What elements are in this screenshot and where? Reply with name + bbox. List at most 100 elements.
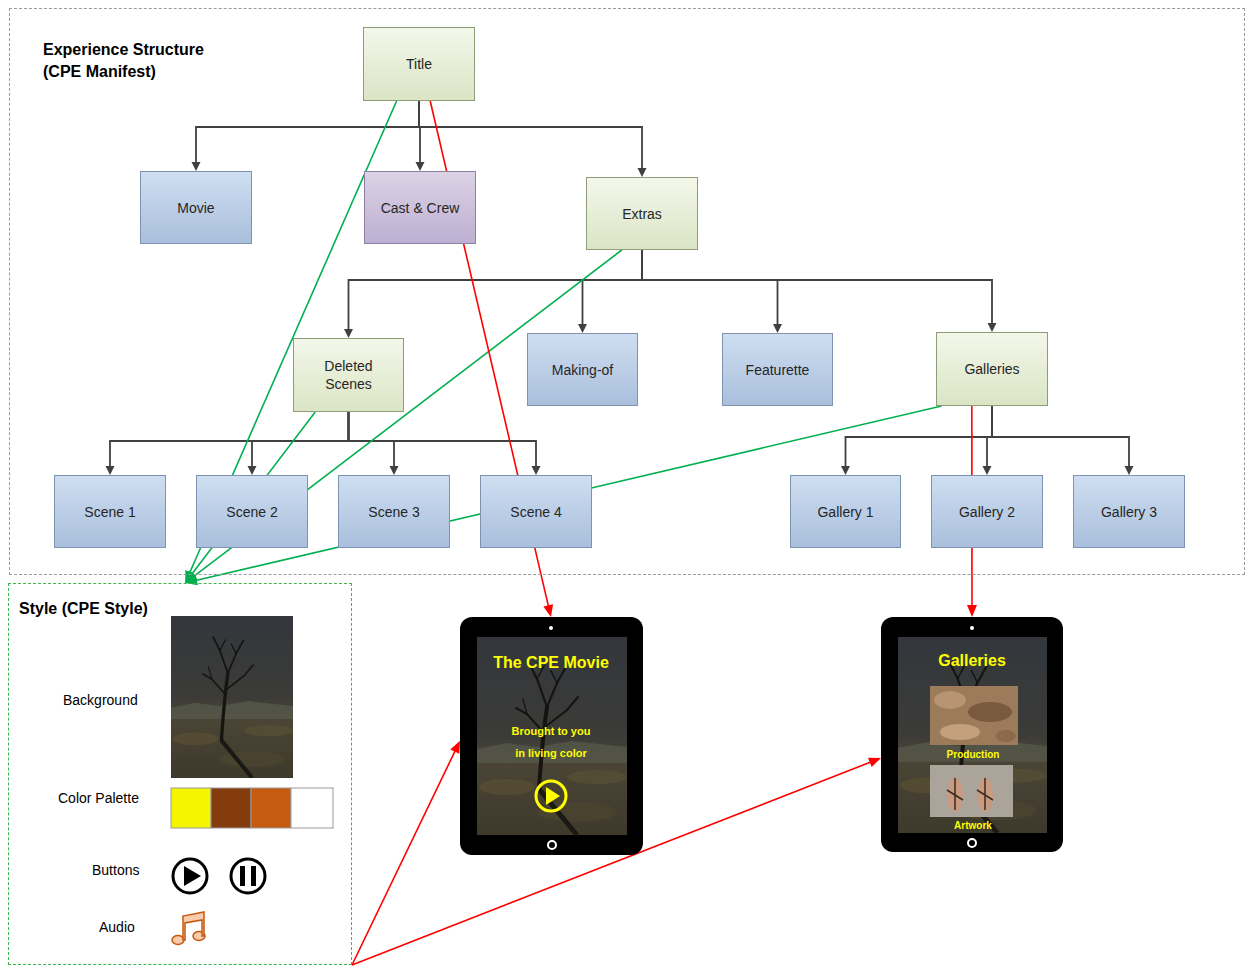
text-slot: Brought to you in living color <box>507 720 595 764</box>
node-label: Gallery 3 <box>1101 503 1157 521</box>
connector-line <box>352 749 456 965</box>
node-label: Gallery 2 <box>959 503 1015 521</box>
tablet-camera <box>970 626 974 630</box>
sandal-straps <box>947 778 993 810</box>
pause-button-icon <box>231 859 265 893</box>
menu-box: Title <box>363 27 475 101</box>
tree-connector <box>841 406 992 475</box>
style-link-arrow <box>185 406 941 585</box>
palette-swatch <box>211 788 251 828</box>
play-button-icon <box>536 781 566 811</box>
pause-bar <box>240 866 245 886</box>
background-image <box>171 616 293 778</box>
pause-bar <box>251 866 256 886</box>
node-label: Gallery 1 <box>817 503 873 521</box>
heading-text: Galleries <box>887 651 1057 671</box>
connector-line <box>191 412 315 575</box>
palette-swatch <box>291 788 333 828</box>
content-box: Scene 3 <box>338 475 450 548</box>
node-label: Featurette <box>746 361 810 379</box>
arrowhead <box>416 162 425 171</box>
tree-connector <box>642 250 997 332</box>
content-box: Gallery 1 <box>790 475 901 548</box>
tablet-device <box>881 617 1063 852</box>
tablet-screen: The CPE MovieBrought to you in living co… <box>460 617 643 855</box>
render-arrow <box>352 741 460 965</box>
field-label: Buttons <box>92 861 139 879</box>
rock-shape <box>934 691 966 709</box>
text-slot: Buttons <box>92 861 139 879</box>
tree-connector <box>344 250 642 338</box>
rock-shape <box>940 724 980 740</box>
button-ring <box>231 859 265 893</box>
node-label: Scene 3 <box>368 503 419 521</box>
connector-line <box>349 412 537 468</box>
heading-text: The CPE Movie <box>466 653 636 673</box>
connector-line <box>642 250 992 325</box>
heading-text: Style (CPE Style) <box>19 598 239 620</box>
arrowhead <box>543 604 553 617</box>
gallery-thumbnail <box>930 686 1018 745</box>
node-label: Movie <box>177 199 214 217</box>
node-label: Extras <box>622 205 662 223</box>
palette-swatch <box>251 788 291 828</box>
heading-text: Experience Structure (CPE Manifest) <box>43 39 223 83</box>
connector-line <box>110 412 349 468</box>
node-label: Title <box>406 55 432 73</box>
style-link-arrow <box>185 250 622 583</box>
note-stem <box>183 912 204 940</box>
audio-icon <box>172 912 205 945</box>
content-box: Scene 1 <box>54 475 166 548</box>
thumbnail-ground <box>930 686 1018 745</box>
content-box: Movie <box>140 171 252 244</box>
arrowhead <box>344 329 353 338</box>
field-label: Color Palette <box>58 789 139 807</box>
menu-box: Galleries <box>936 332 1048 406</box>
content-box: Gallery 3 <box>1073 475 1185 548</box>
text-slot: Production <box>923 748 1023 762</box>
node-label: Scene 1 <box>84 503 135 521</box>
heading-text: Brought to you in living color <box>507 720 595 764</box>
tablet-device <box>460 617 643 855</box>
arrowhead <box>967 605 977 617</box>
play-glyph <box>184 866 201 886</box>
manifest-region: Experience Structure (CPE Manifest) Title… <box>9 8 1245 575</box>
gallery-thumbnail <box>930 765 1013 817</box>
connector-line <box>642 250 778 326</box>
rock-shape <box>968 702 1012 722</box>
heading-text: Artwork <box>923 819 1023 833</box>
arrowhead <box>1125 466 1134 475</box>
tree-connector <box>992 406 1134 475</box>
arrowhead <box>578 324 587 333</box>
tree-connector <box>106 412 349 475</box>
button-ring <box>173 859 207 893</box>
arrowhead <box>773 324 782 333</box>
connector-line <box>196 101 419 164</box>
node-label: Cast & Crew <box>381 199 460 217</box>
tablet-bezel <box>881 617 1063 852</box>
tree-connector <box>248 412 349 475</box>
node-label: Scene 4 <box>510 503 561 521</box>
node-label: Making-of <box>552 361 613 379</box>
tablet-screen: GalleriesProductionArtwork <box>881 617 1063 852</box>
play-button-icon <box>173 859 207 893</box>
arrowhead <box>532 466 541 475</box>
text-slot: The CPE Movie <box>466 653 636 673</box>
rock-shape <box>996 730 1016 742</box>
text-slot: Experience Structure (CPE Manifest) <box>43 39 223 83</box>
field-label: Background <box>63 691 138 709</box>
text-slot: Artwork <box>923 819 1023 833</box>
menu-box: Extras <box>586 177 698 250</box>
arrowhead <box>192 162 201 171</box>
content-box: Making-of <box>527 333 638 406</box>
field-label: Audio <box>99 918 135 936</box>
arrowhead <box>868 758 881 767</box>
arrowhead <box>638 168 647 177</box>
arrowhead <box>106 466 115 475</box>
tree-connector <box>349 412 399 475</box>
tree-connector <box>192 101 420 171</box>
text-slot: Audio <box>99 918 135 936</box>
content-box: Scene 4 <box>480 475 592 548</box>
content-box: Gallery 2 <box>931 475 1043 548</box>
